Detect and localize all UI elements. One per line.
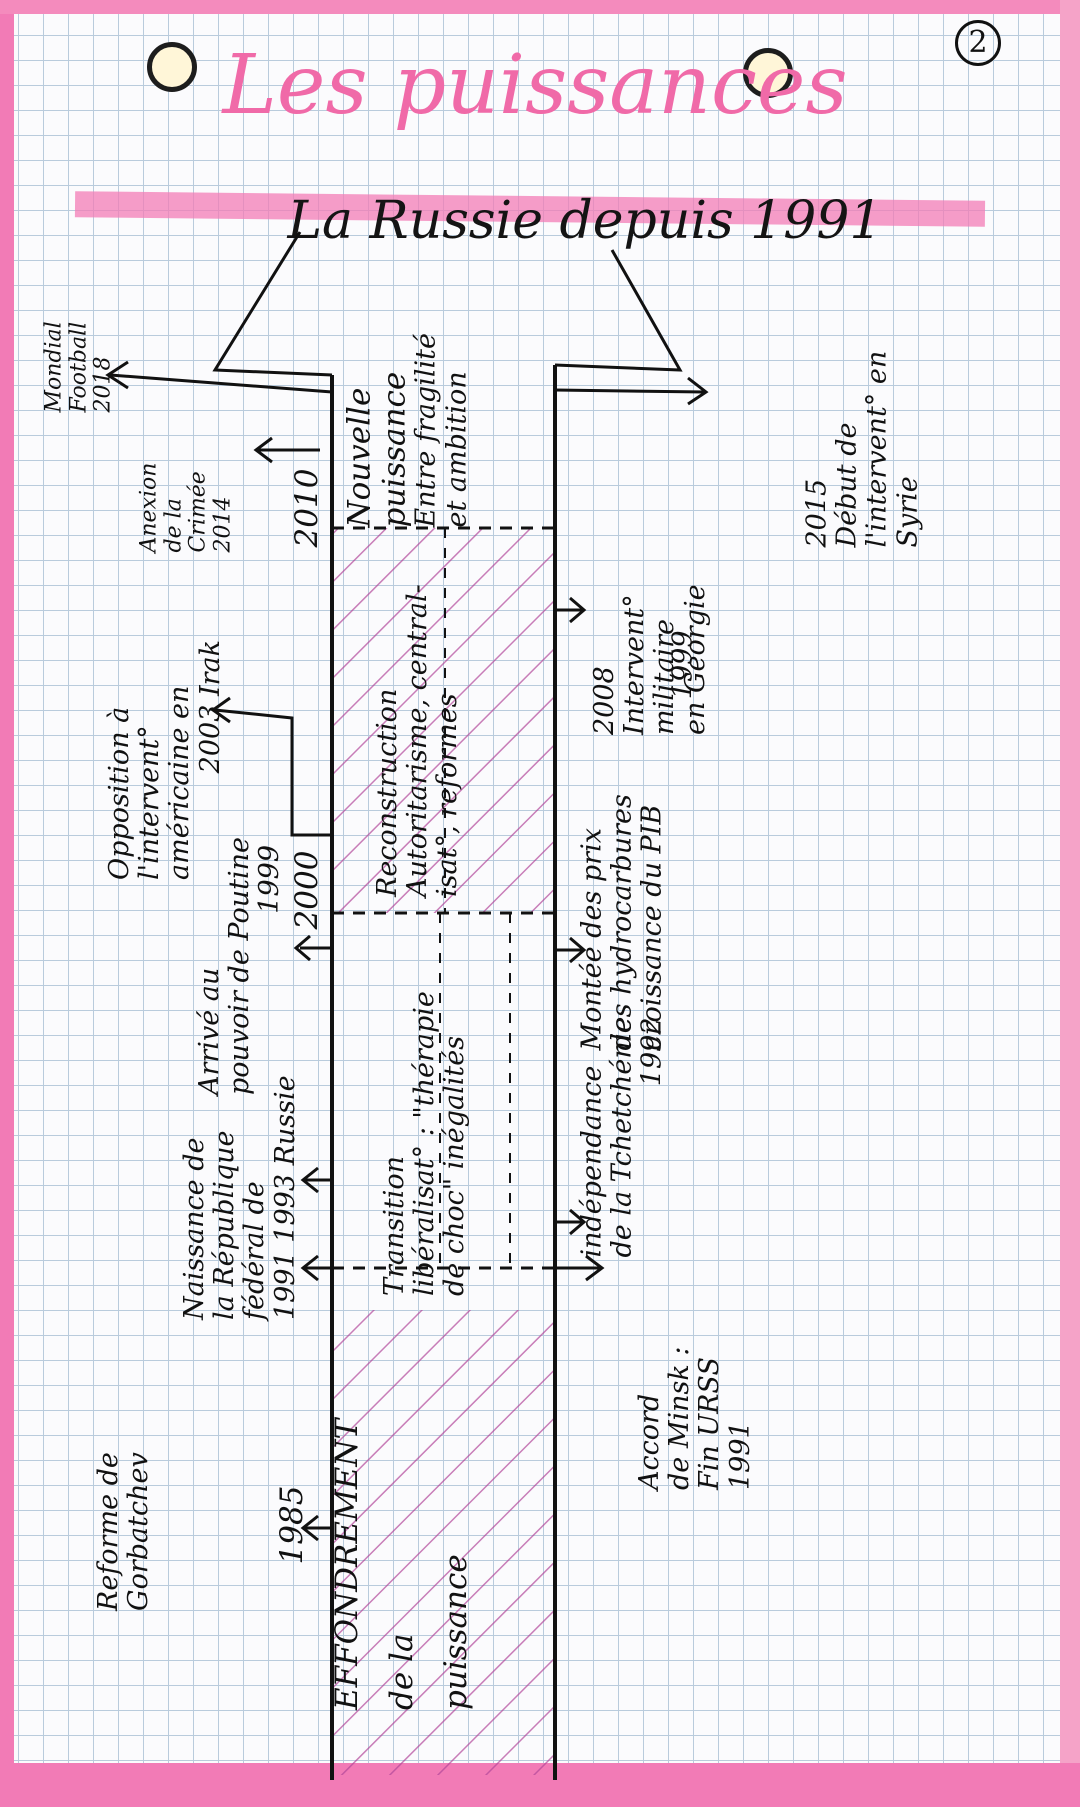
event-gorbatchev: Reforme de Gorbatchev — [93, 1452, 155, 1611]
event-georgie: 2008 Intervent° militaire en Georgie — [589, 584, 711, 735]
event-tchetchenie: indépendance de la Tchetchénie 1992 — [576, 1016, 668, 1258]
phase-nouvelle-puissance: Nouvelle puissance Entre fragilité et am… — [341, 333, 473, 528]
phase-reconstruction: Reconstruction Autoritarisme, central- i… — [372, 584, 464, 897]
page-border-top — [0, 0, 1080, 14]
page-title: Les puissances — [222, 38, 848, 133]
binder-hole-right — [743, 48, 793, 98]
event-crimee: Anexion de la Crimée 2014 — [136, 462, 236, 553]
hatch-effondrement — [334, 1310, 554, 1775]
event-poutine: Arrivé au pouvoir de Poutine 1999 — [194, 837, 286, 1095]
binder-hole-left — [147, 42, 197, 92]
event-mondial-football: Mondial Football 2018 — [41, 321, 116, 413]
phase-transition: Transition libéralisat° : "thérapie de c… — [379, 991, 471, 1296]
page-number: 2 — [955, 20, 1001, 66]
year-2010: 2010 — [289, 468, 325, 548]
page-subtitle: La Russie depuis 1991 — [287, 191, 883, 251]
page-border-left — [0, 0, 14, 1807]
event-accord-minsk: Accord de Minsk : Fin URSS 1991 — [634, 1346, 756, 1490]
event-syrie: 2015 Début de l'intervent° en Syrie — [801, 350, 924, 548]
event-irak: Opposition à l'intervent° américaine en … — [104, 640, 226, 880]
page-border-right — [1060, 0, 1080, 1807]
phase-effondrement: EFFONDREMENT de la puissance — [329, 1418, 475, 1710]
year-1985: 1985 — [274, 1485, 310, 1565]
